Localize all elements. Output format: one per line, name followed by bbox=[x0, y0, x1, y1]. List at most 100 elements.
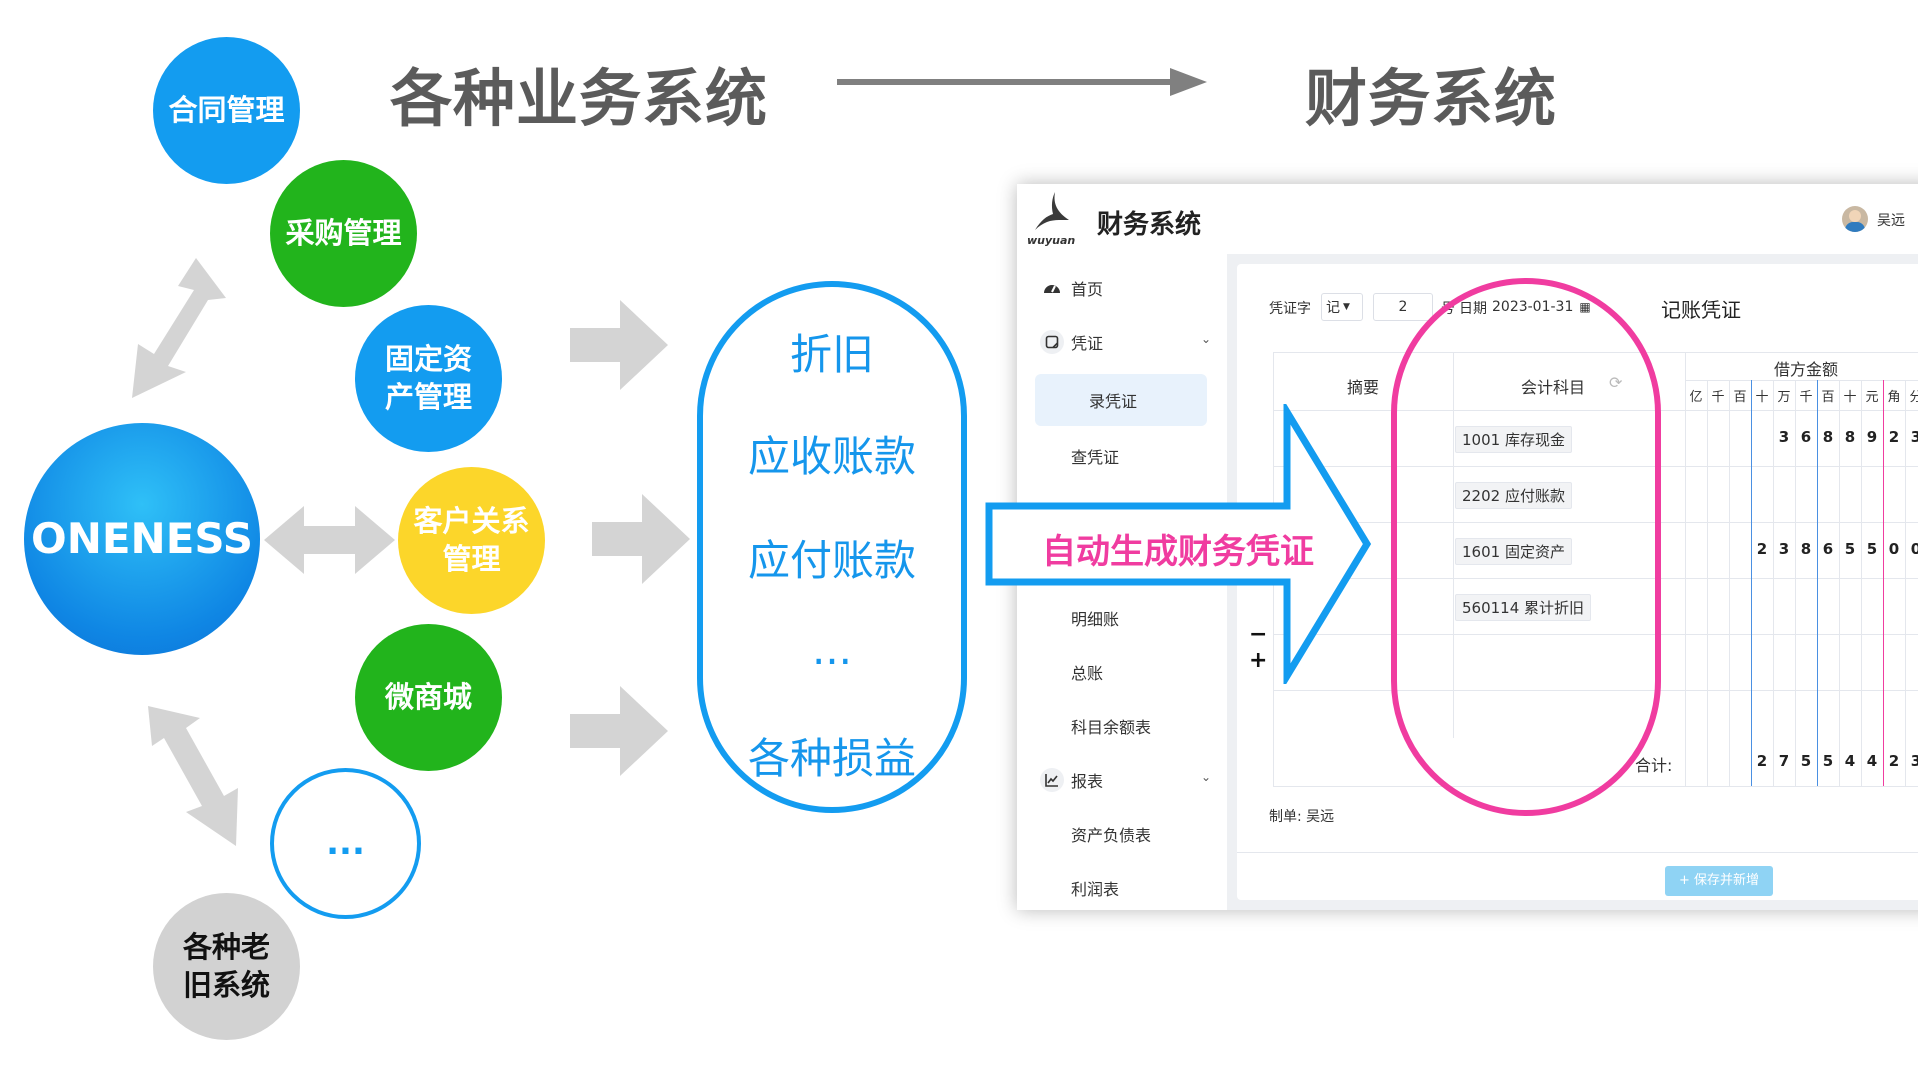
debit-unit: 千 bbox=[1799, 390, 1813, 405]
menu-item-detail-ledger[interactable]: 明细账 bbox=[1017, 598, 1281, 638]
wuyuan-logo-icon bbox=[1035, 192, 1069, 230]
menu-label: 利润表 bbox=[1071, 880, 1120, 899]
capsule-item-depreciation: 折旧 bbox=[789, 330, 874, 379]
capsule-item-ellipsis: ... bbox=[811, 625, 853, 674]
flow-arrow-top bbox=[837, 68, 1207, 96]
footer-divider bbox=[1237, 852, 1918, 853]
debit-column-line bbox=[1905, 380, 1906, 786]
finance-app-header: wuyuan 财务系统 吴远 bbox=[1017, 184, 1918, 255]
chevron-down-icon: ⌄ bbox=[1201, 770, 1212, 784]
user-name[interactable]: 吴远 bbox=[1877, 213, 1905, 229]
save-and-new-button[interactable]: + 保存并新增 bbox=[1665, 866, 1773, 896]
debit-digit: 8 bbox=[1844, 428, 1856, 446]
voucher-word-select[interactable]: 记 ▼ bbox=[1321, 293, 1363, 321]
total-digit: 4 bbox=[1844, 752, 1856, 770]
debit-column-line bbox=[1861, 380, 1862, 786]
chart-icon bbox=[1040, 768, 1064, 792]
menu-label: 报表 bbox=[1071, 772, 1104, 791]
node-micro-mall: 微商城 bbox=[355, 624, 502, 771]
debit-column-line bbox=[1751, 380, 1752, 786]
total-digit: 3 bbox=[1910, 752, 1918, 770]
grid-row-line-4 bbox=[1273, 634, 1918, 635]
menu-label: 总账 bbox=[1071, 664, 1104, 683]
debit-digit: 3 bbox=[1910, 428, 1918, 446]
debit-digit: 0 bbox=[1910, 540, 1918, 558]
debit-digit: 3 bbox=[1778, 428, 1790, 446]
debit-unit: 十 bbox=[1843, 390, 1857, 405]
account-tag-row-4[interactable]: 560114 累计折旧 bbox=[1455, 594, 1592, 621]
menu-item-income-statement[interactable]: 利润表 bbox=[1017, 868, 1281, 908]
right-arrow-2 bbox=[592, 494, 690, 584]
node-purchase-management: 采购管理 bbox=[270, 160, 417, 307]
voucher-icon bbox=[1040, 330, 1064, 354]
menu-item-query-voucher[interactable]: 查凭证 bbox=[1017, 436, 1281, 476]
data-capsule: 折旧 应收账款 应付账款 ... 各种损益 bbox=[697, 281, 967, 813]
debit-digit: 9 bbox=[1866, 428, 1878, 446]
debit-unit: 元 bbox=[1865, 390, 1879, 405]
menu-item-account-balance[interactable]: 科目余额表 bbox=[1017, 706, 1281, 746]
col-header-summary: 摘要 bbox=[1346, 378, 1379, 397]
right-arrow-1 bbox=[570, 300, 668, 390]
grid-row-line-1 bbox=[1273, 466, 1918, 467]
menu-item-enter-voucher[interactable]: 录凭证 bbox=[1035, 374, 1207, 426]
capsule-item-receivables: 应收账款 bbox=[747, 432, 916, 481]
debit-unit: 万 bbox=[1777, 390, 1791, 405]
menu-item-general-ledger[interactable]: 总账 bbox=[1017, 652, 1281, 692]
debit-column-line bbox=[1795, 380, 1796, 786]
voucher-word-label: 凭证字 bbox=[1269, 301, 1311, 317]
menu-item-balance-sheet[interactable]: 资产负债表 bbox=[1017, 814, 1281, 854]
debit-unit: 百 bbox=[1733, 390, 1747, 405]
menu-item-home[interactable]: 首页 bbox=[1017, 268, 1253, 308]
menu-label: 查凭证 bbox=[1071, 448, 1120, 467]
debit-column-line bbox=[1729, 380, 1730, 786]
double-arrow-lower bbox=[148, 706, 238, 846]
oneness-node: ONENESS bbox=[24, 423, 260, 655]
total-digit: 2 bbox=[1888, 752, 1900, 770]
debit-column-line bbox=[1883, 380, 1884, 786]
capsule-item-payables: 应付账款 bbox=[747, 536, 916, 585]
menu-label: 明细账 bbox=[1071, 610, 1120, 629]
total-digit: 5 bbox=[1822, 752, 1834, 770]
total-digit: 4 bbox=[1866, 752, 1878, 770]
node-fixed-asset-management: 固定资产管理 bbox=[355, 305, 502, 452]
node-legacy-systems: 各种老旧系统 bbox=[153, 893, 300, 1040]
double-arrow-upper bbox=[132, 258, 226, 398]
menu-label: 科目余额表 bbox=[1071, 718, 1152, 737]
menu-label: 首页 bbox=[1071, 280, 1104, 299]
grid-col-summary-account bbox=[1453, 352, 1454, 738]
debit-unit: 百 bbox=[1821, 390, 1835, 405]
finance-app-title: 财务系统 bbox=[1097, 210, 1202, 240]
node-more-systems: ... bbox=[270, 768, 421, 919]
debit-unit: 角 bbox=[1887, 390, 1901, 405]
menu-item-reports[interactable]: 报表 ⌄ bbox=[1017, 760, 1253, 800]
remove-row-button[interactable]: − bbox=[1249, 622, 1268, 647]
dashboard-icon bbox=[1043, 279, 1061, 297]
menu-label: 凭证 bbox=[1071, 334, 1104, 353]
voucher-number-value: 2 bbox=[1398, 299, 1408, 315]
account-tag-row-1[interactable]: 1001 库存现金 bbox=[1455, 426, 1572, 453]
total-digit: 2 bbox=[1756, 752, 1768, 770]
debit-digit: 6 bbox=[1822, 540, 1834, 558]
add-row-button[interactable]: + bbox=[1249, 648, 1268, 673]
auto-generate-arrow bbox=[985, 404, 1372, 684]
menu-label: 资产负债表 bbox=[1071, 826, 1152, 845]
menu-item-voucher[interactable]: 凭证 ⌄ bbox=[1017, 322, 1253, 362]
caret-down-icon: ▼ bbox=[1343, 302, 1350, 312]
debit-digit: 6 bbox=[1800, 428, 1812, 446]
heading-business-systems: 各种业务系统 bbox=[390, 62, 769, 135]
right-arrow-3 bbox=[570, 686, 668, 776]
account-tag-row-3[interactable]: 1601 固定资产 bbox=[1455, 538, 1572, 565]
auto-generate-label: 自动生成财务凭证 bbox=[1042, 532, 1314, 572]
debit-digit: 5 bbox=[1844, 540, 1856, 558]
debit-unit: 千 bbox=[1711, 390, 1725, 405]
debit-digit: 0 bbox=[1888, 540, 1900, 558]
voucher-number-input[interactable]: 2 bbox=[1373, 293, 1433, 321]
debit-unit: 亿 bbox=[1689, 390, 1703, 405]
user-avatar[interactable] bbox=[1842, 206, 1868, 232]
grid-row-line-2 bbox=[1273, 522, 1918, 523]
debit-subheader-line bbox=[1685, 380, 1918, 381]
debit-unit: 十 bbox=[1755, 390, 1769, 405]
debit-column-line bbox=[1817, 380, 1818, 786]
node-crm: 客户关系管理 bbox=[398, 467, 545, 614]
account-tag-row-2[interactable]: 2202 应付账款 bbox=[1455, 482, 1572, 509]
